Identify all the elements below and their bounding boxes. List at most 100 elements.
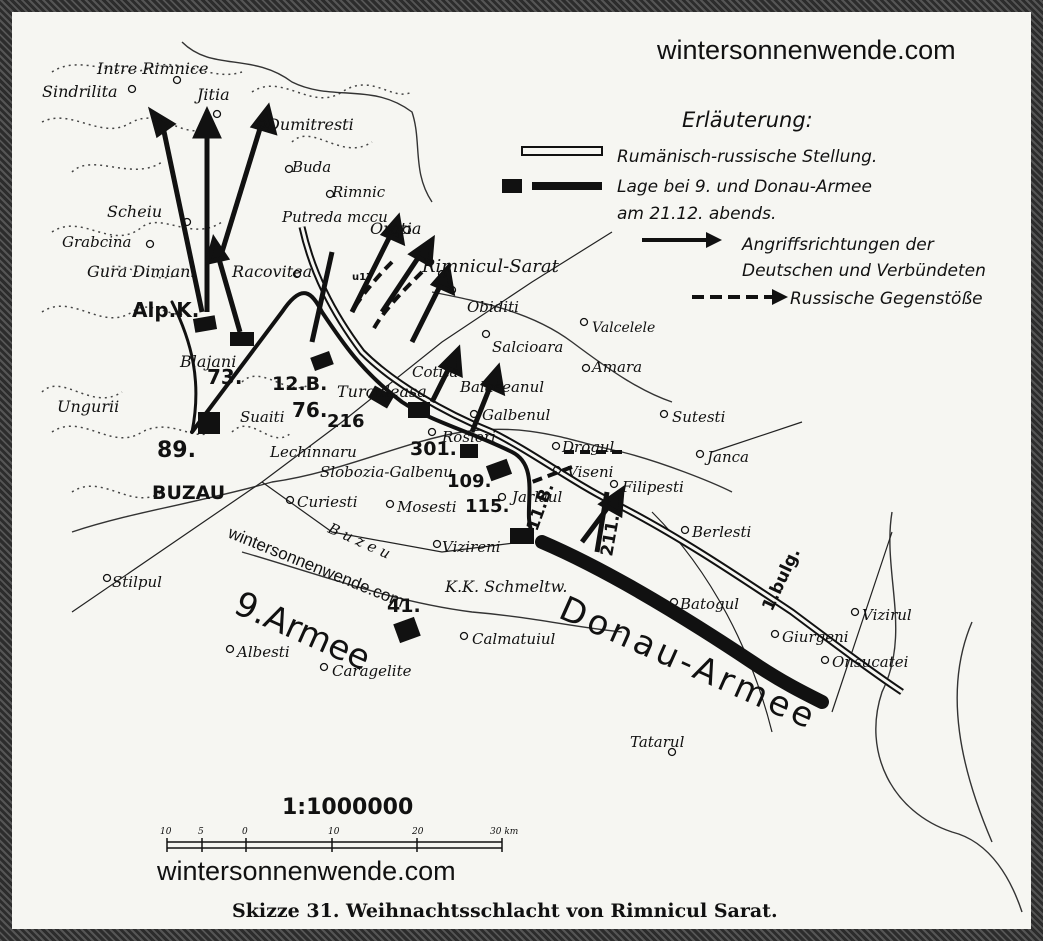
place-label-racovitea: Racovitea [231,262,312,281]
scale-tick-2: 0 [242,827,248,837]
place-label-vizireni: Vizireni [442,538,501,556]
place-dot-sindrilita [127,84,137,94]
place-label-slobozia: Slobozia-Galbenu [320,463,453,481]
map-caption: Skizze 31. Weihnachtsschlacht von Rimnic… [232,900,778,922]
place-label-sutesti: Sutesti [672,408,726,426]
place-dot-viseni [552,465,562,475]
place-label-amara: Amara [590,358,642,376]
unit-label-u109: 109. [447,471,491,492]
place-dot-vizireni [432,539,442,549]
place-label-valcelele: Valcelele [592,320,655,336]
legend-attack-1: Angriffsrichtungen der [741,235,935,255]
unit-label-u12b: 12.B. [272,373,327,395]
place-dot-obiditi [447,285,457,295]
place-label-vizirul: Vizirul [862,606,912,624]
place-label-grabcina: Grabcina [62,233,132,251]
place-label-batogul: Batogul [679,595,739,613]
place-label-albesti: Albesti [235,643,290,661]
place-label-curiesti: Curiesti [297,493,358,511]
place-dot-batogul [669,597,679,607]
place-label-scheiu: Scheiu [107,202,162,221]
label-9-armee: 9.Armee [228,584,376,679]
place-label-suaiti: Suaiti [240,408,285,426]
unit-label-u115: 115. [465,496,509,517]
place-dot-rimnic [325,189,335,199]
place-dot-albesti [225,644,235,654]
romanian-russian-position [298,226,904,695]
place-label-calmatuiul: Calmatuiul [472,630,556,648]
place-dot-caragelite [319,662,329,672]
place-dot-tatarul [667,747,677,757]
place-dot-scheiu [182,217,192,227]
place-label-stilpul: Stilpul [112,573,162,591]
place-label-viseni: Viseni [567,463,614,481]
place-label-rosiori: Rosiori [441,428,496,446]
place-label-rimnic: Rimnic [331,183,386,201]
place-label-tatarul: Tatarul [630,733,685,751]
place-label-dragul: Drogul [561,438,614,456]
place-label-buzau: BUZAU [152,482,225,504]
legend-roman-position: Rumänisch-russische Stellung. [617,147,877,167]
place-label-putreda: Putreda mccu [281,208,388,226]
place-dot-salcioara [481,329,491,339]
legend-title: Erläuterung: [682,108,813,132]
place-label-rimnicul: Rimnicul-Sarat [421,256,560,277]
unit-label-u41: 41. [387,595,421,617]
legend-symbols [502,146,788,305]
place-dot-stilpul [102,573,112,583]
watermark-top: wintersonnenwende.com [656,35,956,65]
place-dot-mosesti [385,499,395,509]
place-dot-dumitresti [257,119,267,129]
scale-bar [166,838,503,852]
place-dot-berlesti [680,525,690,535]
place-dot-intre [172,75,182,85]
watermark-bottom: wintersonnenwende.com [156,856,456,886]
unit-markers [192,315,534,644]
place-dot-oratia [402,225,412,235]
rivers [71,41,1023,913]
place-label-ungurii: Ungurii [57,397,119,416]
place-label-giurgeni: Giurgeni [782,628,849,646]
place-label-oratia: Oratia [370,219,421,238]
place-label-intre: Intre Rimnice [96,59,208,78]
place-dot-valcelele [579,317,589,327]
scale-tick-1: 5 [198,827,204,837]
scale-tick-3: 10 [328,827,340,837]
legend-counter: Russische Gegenstöße [790,289,983,309]
legend-army-position-2: am 21.12. abends. [617,204,776,224]
place-label-salcioara: Salcioara [492,338,563,356]
place-dot-vizirul [850,607,860,617]
place-label-obiditi: Obiditi [467,298,519,316]
place-label-cotita: Cotita [412,363,458,381]
place-dot-dragul [551,441,561,451]
place-dot-jitia [212,109,222,119]
place-dot-sutesti [659,409,669,419]
unit-label-u76: 76. [292,398,327,422]
place-label-jitia: Jitia [194,85,230,104]
place-dot-grabcina [145,239,155,249]
place-label-mosesti: Mosesti [396,498,457,516]
place-label-tutturleasa: Turculeasa [337,382,427,401]
place-dot-curiesti [285,495,295,505]
place-label-buzeu: B u z e u [324,519,393,563]
place-dot-onsucatei [820,655,830,665]
legend-army-position-1: Lage bei 9. und Donau-Armee [617,177,872,197]
place-label-dumitresti: Dumitresti [266,115,354,134]
place-label-galbenul: Galbenul [482,406,551,424]
place-label-filipesti: Filipesti [621,478,684,496]
place-dot-racovitea [292,269,302,279]
place-label-caragelite: Caragelite [332,662,412,680]
unit-label-u301: 301. [410,438,457,460]
place-label-gura: Gura Dimiani [87,262,196,281]
attack-arrows [147,102,625,553]
place-dot-buda [284,164,294,174]
place-dot-rosiori [427,427,437,437]
place-dot-calmatuiul [459,631,469,641]
place-dot-janca [695,449,705,459]
place-dot-filipesti [609,479,619,489]
scale-tick-0: 10 [160,827,172,837]
